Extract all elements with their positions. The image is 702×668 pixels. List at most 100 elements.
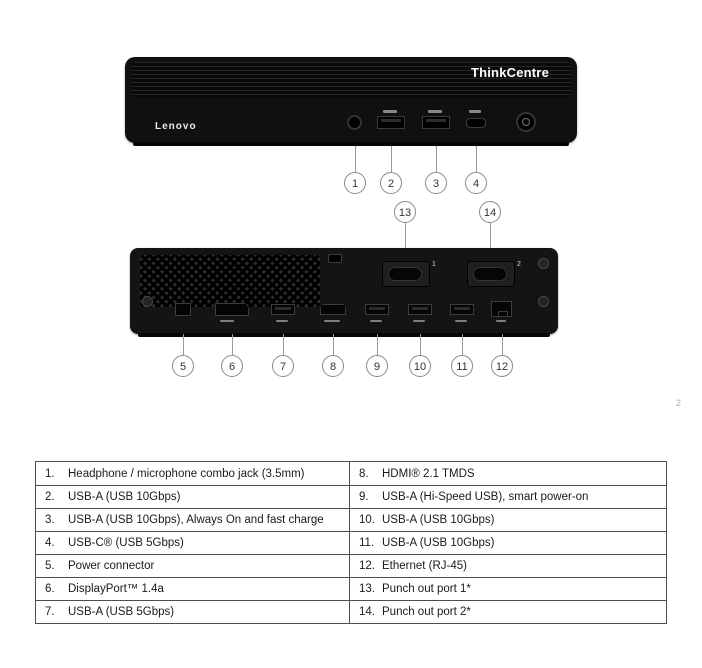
callout-circle-14: 14 [479, 201, 501, 223]
rear-usb-a-port-4 [450, 304, 474, 315]
callout-circle-6: 6 [221, 355, 243, 377]
punch-out-1-marking: 1 [432, 261, 436, 268]
table-cell: 7. USB-A (USB 5Gbps) [36, 600, 349, 623]
port-label-marking [413, 320, 425, 322]
callout-circle-2: 2 [380, 172, 402, 194]
table-cell: 9. USB-A (Hi-Speed USB), smart power-on [349, 485, 666, 508]
port-label-marking [455, 320, 467, 322]
power-button-icon [516, 112, 536, 132]
row-number: 6. [45, 583, 55, 595]
callout-circle-13: 13 [394, 201, 416, 223]
hdmi-port [320, 304, 346, 315]
table-cell: 3. USB-A (USB 10Gbps), Always On and fast… [36, 508, 349, 531]
callout-line [405, 223, 406, 263]
row-number: 10. [359, 514, 375, 526]
port-label-marking [220, 320, 234, 322]
row-description: USB-A (USB 10Gbps), Always On and fast c… [68, 514, 324, 526]
callout-circle-10: 10 [409, 355, 431, 377]
table-cell: 5. Power connector [36, 554, 349, 577]
port-label-marking [324, 320, 340, 322]
row-number: 4. [45, 537, 55, 549]
callout-line [183, 334, 184, 355]
row-description: HDMI® 2.1 TMDS [382, 467, 475, 480]
callout-line [355, 146, 356, 172]
table-cell: 1. Headphone / microphone combo jack (3.5… [36, 462, 349, 485]
callout-circle-1: 1 [344, 172, 366, 194]
callout-line [420, 334, 421, 355]
kensington-lock-slot [328, 254, 342, 263]
table-cell: 2.USB-A (USB 10Gbps) [36, 485, 349, 508]
rear-vent-grille [140, 255, 320, 307]
table-cell: 6. DisplayPort™ 1.4a [36, 577, 349, 600]
screw-icon [538, 296, 549, 307]
usbc-speed-marking [469, 110, 481, 113]
row-number: 13. [359, 583, 375, 595]
row-number: 14. [359, 606, 375, 618]
front-usb-a-port-1 [377, 116, 405, 129]
row-number: 9. [359, 491, 369, 503]
rear-usb-a-port-2 [365, 304, 389, 315]
front-view-image: ThinkCentre Lenovo [125, 57, 577, 143]
table-cell: 13. Punch out port 1* [349, 577, 666, 600]
table-cell: 4. USB-C® (USB 5Gbps) [36, 531, 349, 554]
headphone-jack-port [347, 115, 362, 130]
row-description: USB-A (Hi-Speed USB), smart power-on [382, 491, 589, 503]
callout-circle-5: 5 [172, 355, 194, 377]
row-number: 8. [359, 467, 369, 480]
usb-speed-marking [383, 110, 397, 113]
front-device-base [133, 142, 569, 146]
table-cell: 10.USB-A (USB 10Gbps) [349, 508, 666, 531]
row-description: USB-C® (USB 5Gbps) [68, 537, 184, 549]
rear-view-image: 1 2 [130, 248, 558, 334]
punch-out-port-1 [382, 261, 430, 287]
row-number: 7. [45, 606, 55, 618]
power-connector-port [175, 303, 191, 316]
callout-line [391, 146, 392, 172]
row-number: 3. [45, 514, 55, 526]
lenovo-logo: Lenovo [155, 121, 197, 132]
thinkcentre-logo: ThinkCentre [470, 65, 549, 80]
ethernet-port [491, 301, 512, 317]
usb-speed-marking [428, 110, 442, 113]
row-description: Headphone / microphone combo jack (3.5mm… [68, 467, 305, 480]
port-label-marking [370, 320, 382, 322]
row-description: Punch out port 2* [382, 606, 471, 618]
rear-device-base [138, 333, 550, 337]
front-top-grille [131, 62, 571, 98]
callout-line [462, 334, 463, 355]
row-description: Power connector [68, 560, 155, 572]
row-number: 1. [45, 467, 55, 480]
callout-circle-7: 7 [272, 355, 294, 377]
page-number: 2 [676, 398, 682, 408]
row-description: Ethernet (RJ-45) [382, 560, 468, 572]
callout-line [490, 223, 491, 263]
row-number: 5. [45, 560, 55, 572]
callout-circle-11: 11 [451, 355, 473, 377]
callout-line [333, 334, 334, 355]
row-description: Punch out port 1* [382, 583, 471, 595]
table-cell: 12.Ethernet (RJ-45) [349, 554, 666, 577]
front-usb-c-port [466, 118, 486, 128]
callout-circle-4: 4 [465, 172, 487, 194]
callout-line [232, 334, 233, 355]
callout-line [283, 334, 284, 355]
screw-icon [538, 258, 549, 269]
row-description: DisplayPort™ 1.4a [68, 583, 164, 595]
callout-circle-3: 3 [425, 172, 447, 194]
row-description: USB-A (USB 10Gbps) [382, 537, 495, 549]
displayport-port [215, 303, 249, 316]
callout-circle-9: 9 [366, 355, 388, 377]
port-label-marking [496, 320, 506, 322]
row-description: USB-A (USB 10Gbps) [68, 491, 181, 503]
callout-line [502, 334, 503, 355]
row-description: USB-A (USB 5Gbps) [68, 606, 175, 618]
rear-usb-a-port-3 [408, 304, 432, 315]
punch-out-2-marking: 2 [517, 261, 521, 268]
screw-icon [142, 296, 153, 307]
callout-line [476, 146, 477, 172]
front-usb-a-port-2 [422, 116, 450, 129]
table-cell: 11. USB-A (USB 10Gbps) [349, 531, 666, 554]
row-number: 11. [359, 537, 375, 549]
table-cell: 8. HDMI® 2.1 TMDS [349, 462, 666, 485]
